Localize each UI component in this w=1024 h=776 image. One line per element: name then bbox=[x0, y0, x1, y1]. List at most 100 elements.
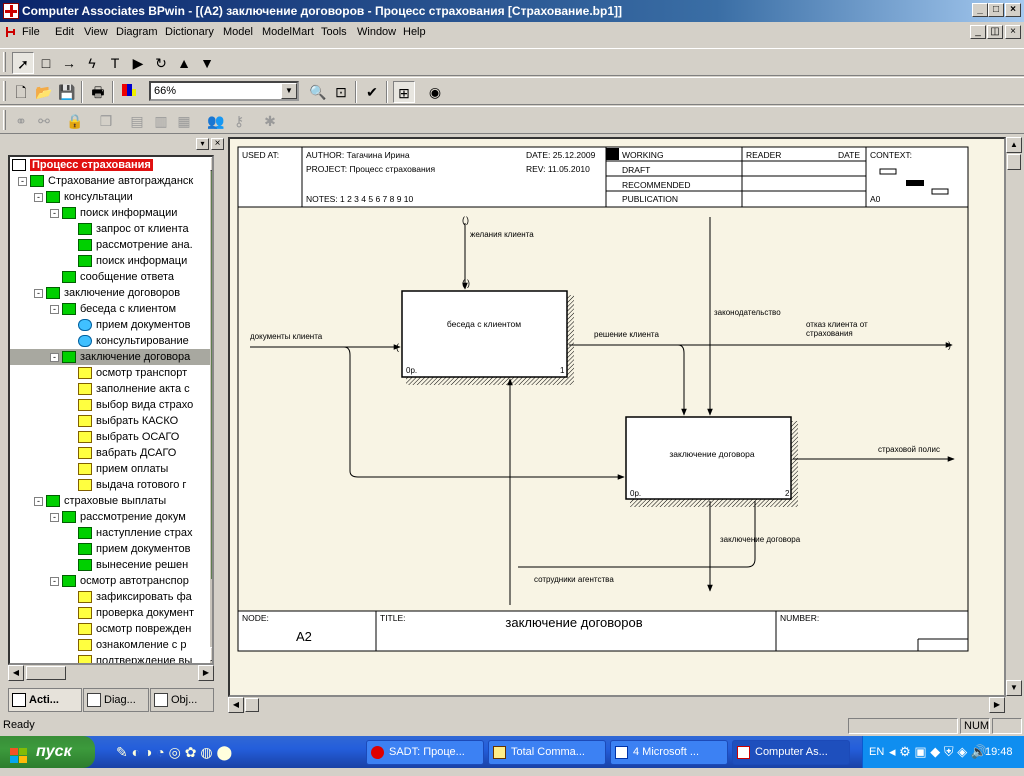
task-total-commander[interactable]: Total Comma... bbox=[488, 740, 606, 765]
collapse-icon[interactable]: - bbox=[50, 352, 59, 362]
tree-item[interactable]: прием документов bbox=[66, 541, 190, 557]
maximize-icon[interactable]: □ bbox=[988, 3, 1004, 17]
canvas-hscroll[interactable]: ◀ ▶ bbox=[228, 697, 1006, 714]
canvas-vscroll[interactable]: ▲ ▼ bbox=[1006, 137, 1023, 697]
hscroll-thumb[interactable] bbox=[245, 698, 259, 712]
tree-item[interactable]: выдача готового г bbox=[66, 477, 186, 493]
menu-file[interactable]: File bbox=[22, 26, 40, 38]
tab-activities[interactable]: Acti... bbox=[8, 688, 82, 712]
zoom-combo[interactable]: 66% ▼ bbox=[149, 81, 299, 101]
undo-tool-icon[interactable]: ↻ bbox=[155, 55, 167, 71]
collapse-icon[interactable]: - bbox=[34, 288, 43, 298]
collapse-icon[interactable]: - bbox=[18, 176, 27, 186]
go-down-icon[interactable]: ▼ bbox=[200, 55, 214, 71]
tree-item[interactable]: ознакомление с р bbox=[66, 637, 186, 653]
tree-item[interactable]: запрос от клиента bbox=[66, 221, 189, 237]
color-icon[interactable] bbox=[118, 81, 140, 103]
scroll-down-icon[interactable]: ▼ bbox=[210, 647, 212, 661]
tree-item[interactable]: подтверждение вы bbox=[66, 653, 192, 663]
vscroll-thumb[interactable] bbox=[1007, 154, 1021, 170]
task-sadt[interactable]: SADT: Проце... bbox=[366, 740, 484, 765]
tree-item[interactable]: сообщение ответа bbox=[50, 269, 174, 285]
go-up-icon[interactable]: ▲ bbox=[177, 55, 191, 71]
tree-item[interactable]: зафиксировать фа bbox=[66, 589, 192, 605]
mdi-minimize-icon[interactable]: _ bbox=[970, 25, 986, 39]
panel-close-icon[interactable]: × bbox=[211, 138, 224, 150]
title-bar[interactable]: Computer Associates BPwin - [(A2) заключ… bbox=[0, 0, 1024, 22]
tree-item[interactable]: -осмотр автотранспор bbox=[50, 573, 189, 589]
menu-edit[interactable]: Edit bbox=[55, 26, 74, 38]
collapse-icon[interactable]: - bbox=[50, 576, 59, 586]
squiggle-tool-icon[interactable]: ϟ bbox=[88, 55, 96, 71]
size-grip[interactable] bbox=[1006, 697, 1023, 714]
tree-item[interactable]: осмотр транспорт bbox=[66, 365, 187, 381]
tree-root[interactable]: Процесс страхования bbox=[12, 157, 153, 173]
tree-item[interactable]: -поиск информации bbox=[50, 205, 177, 221]
language-indicator[interactable]: EN bbox=[869, 746, 885, 758]
quicklaunch-icons[interactable]: ✎ ◐ ◑ ◔ ◎ ✿ ◍ ⬤ bbox=[116, 744, 233, 760]
menu-dictionary[interactable]: Dictionary bbox=[165, 26, 214, 38]
mdi-close-icon[interactable]: × bbox=[1005, 25, 1021, 39]
scroll-down-icon[interactable]: ▼ bbox=[1006, 680, 1022, 696]
tree-item[interactable]: -заключение договоров bbox=[34, 285, 180, 301]
tree-item[interactable]: -Страхование автогражданск bbox=[18, 173, 193, 189]
menu-window[interactable]: Window bbox=[357, 26, 397, 38]
idef0-diagram[interactable]: USED AT: AUTHOR: Тагачина Ирина PROJECT:… bbox=[230, 139, 1004, 695]
menu-diagram[interactable]: Diagram bbox=[116, 26, 158, 38]
tree-item[interactable]: вабрать ДСАГО bbox=[66, 445, 176, 461]
text-tool-icon[interactable]: T bbox=[110, 55, 120, 71]
collapse-icon[interactable]: - bbox=[34, 192, 43, 202]
zoom-fit-icon[interactable]: ⊡ bbox=[335, 84, 347, 100]
tree-item[interactable]: выбрать КАСКО bbox=[66, 413, 178, 429]
tree-item[interactable]: -заключение договора bbox=[10, 349, 210, 365]
scroll-left-icon[interactable]: ◀ bbox=[228, 697, 244, 713]
tree-item[interactable]: осмотр поврежден bbox=[66, 621, 191, 637]
activity-tree[interactable]: Процесс страхования-Страхование автограж… bbox=[8, 155, 214, 665]
tree-vscroll[interactable]: ▲▼ bbox=[210, 157, 212, 663]
chevron-down-icon[interactable]: ▼ bbox=[281, 83, 297, 99]
tree-item[interactable]: -страховые выплаты bbox=[34, 493, 166, 509]
scroll-right-icon[interactable]: ▶ bbox=[198, 665, 214, 681]
collapse-icon[interactable]: - bbox=[50, 208, 59, 218]
collapse-icon[interactable]: - bbox=[34, 496, 43, 506]
offpage-tool-icon[interactable]: ▶ bbox=[132, 55, 144, 71]
box-2[interactable]: заключение договора 0р. 2 bbox=[625, 416, 798, 507]
user-group-icon[interactable]: 👥 bbox=[207, 113, 225, 129]
tree-item[interactable]: вынесение решен bbox=[66, 557, 188, 573]
spellcheck-icon[interactable]: ✔ bbox=[366, 84, 378, 100]
scroll-left-icon[interactable]: ◀ bbox=[8, 665, 24, 681]
scroll-thumb[interactable] bbox=[26, 666, 66, 680]
tree-item[interactable]: выбрать ОСАГО bbox=[66, 429, 179, 445]
modelmart-icon[interactable]: ◉ bbox=[428, 84, 442, 100]
app-icon[interactable] bbox=[3, 3, 19, 19]
tree-hscroll[interactable]: ◀ ▶ bbox=[8, 665, 214, 682]
task-bpwin[interactable]: Computer As... bbox=[732, 740, 850, 765]
tree-item[interactable]: консультирование bbox=[66, 333, 189, 349]
tree-item[interactable]: поиск информаци bbox=[66, 253, 187, 269]
tree-item[interactable]: выбор вида страхо bbox=[66, 397, 193, 413]
mdi-restore-icon[interactable]: ◫ bbox=[987, 25, 1003, 39]
panel-dock-icon[interactable]: ▾ bbox=[196, 138, 209, 150]
tree-item[interactable]: наступление страх bbox=[66, 525, 193, 541]
scroll-right-icon[interactable]: ▶ bbox=[989, 697, 1005, 713]
menu-help[interactable]: Help bbox=[403, 26, 426, 38]
close-icon[interactable]: × bbox=[1005, 3, 1021, 17]
new-icon[interactable]: 🗋 bbox=[15, 84, 27, 100]
tree-vscroll-thumb[interactable] bbox=[211, 171, 212, 579]
diagram-canvas[interactable]: USED AT: AUTHOR: Тагачина Ирина PROJECT:… bbox=[228, 137, 1006, 697]
tree-item[interactable]: прием документов bbox=[66, 317, 190, 333]
scroll-up-icon[interactable]: ▲ bbox=[210, 157, 212, 171]
tree-item[interactable]: -рассмотрение докум bbox=[50, 509, 186, 525]
scroll-up-icon[interactable]: ▲ bbox=[1006, 137, 1022, 153]
open-icon[interactable]: 📂 bbox=[35, 84, 53, 100]
box-1[interactable]: беседа с клиентом 0р. 1 bbox=[401, 290, 574, 385]
tree-item[interactable]: прием оплаты bbox=[66, 461, 168, 477]
tab-objects[interactable]: Obj... bbox=[150, 688, 214, 712]
arrow-tool-icon[interactable]: → bbox=[62, 55, 76, 71]
collapse-icon[interactable]: - bbox=[50, 304, 59, 314]
print-icon[interactable]: 🖶 bbox=[91, 84, 105, 100]
menu-tools[interactable]: Tools bbox=[321, 26, 347, 38]
menu-view[interactable]: View bbox=[84, 26, 108, 38]
box-tool-icon[interactable]: □ bbox=[41, 55, 51, 71]
tree-item[interactable]: заполнение акта с bbox=[66, 381, 190, 397]
